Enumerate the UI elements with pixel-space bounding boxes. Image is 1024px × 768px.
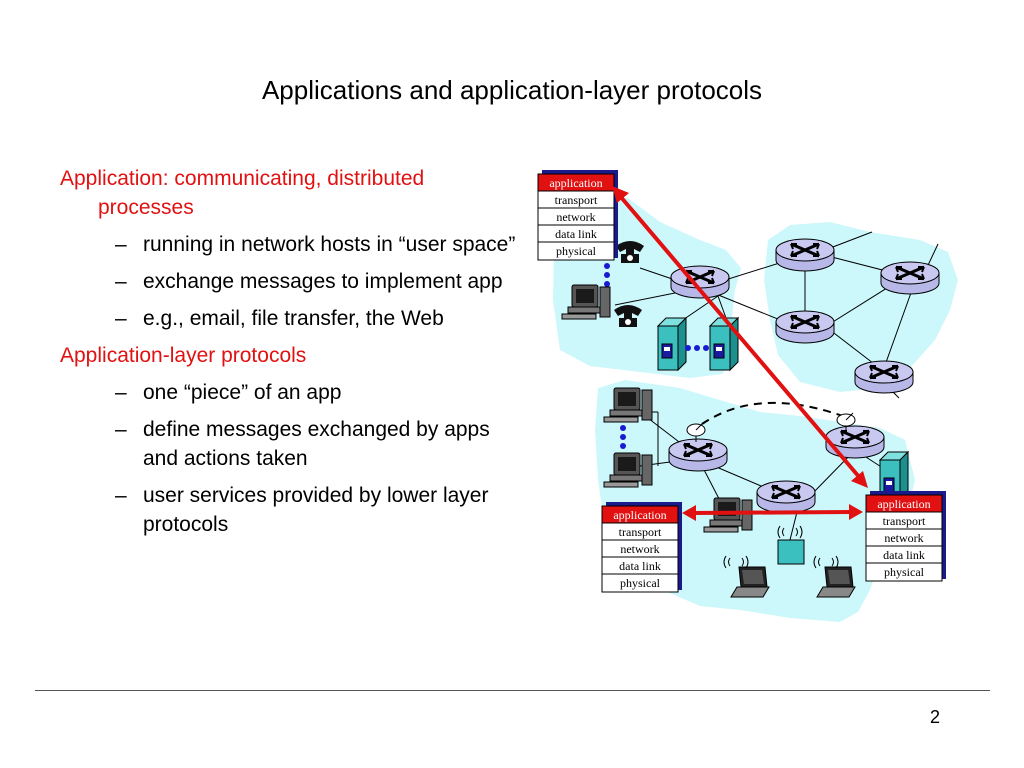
footer-divider <box>35 690 990 691</box>
layer-physical: physical <box>620 576 661 590</box>
layer-network: network <box>620 542 659 556</box>
layer-network: network <box>884 531 923 545</box>
slide-title: Applications and application-layer proto… <box>261 75 763 105</box>
router-icon <box>879 260 941 296</box>
satellite-link <box>701 401 849 425</box>
router-icon <box>669 264 731 300</box>
bullet-l2-services: –user services provided by lower layer p… <box>60 481 520 539</box>
router-icon <box>774 237 836 273</box>
dash-marker: – <box>115 233 127 256</box>
bullet-text: running in network hosts in “user space” <box>143 233 516 256</box>
router-icon <box>824 424 886 460</box>
arrowhead-icon <box>612 186 629 203</box>
layer-data-link: data link <box>555 227 597 241</box>
dash-marker: – <box>115 418 127 441</box>
layer-physical: physical <box>556 244 597 258</box>
router-icon <box>774 309 836 345</box>
server-icon <box>709 317 739 371</box>
layer-transport: transport <box>555 193 598 207</box>
protocol-stack-bottom-right: application transport network data link … <box>865 491 946 582</box>
layer-application: application <box>877 497 930 511</box>
router-icon <box>755 479 817 515</box>
dash-marker: – <box>115 381 127 404</box>
layer-data-link: data link <box>883 548 925 562</box>
bullet-l1-protocols: Application-layer protocols <box>60 344 307 367</box>
protocol-stack-bottom-left: application transport network data link … <box>601 502 682 593</box>
dash-marker: – <box>115 307 127 330</box>
ellipsis-dots-icon <box>604 263 610 287</box>
app-communication-arrows <box>612 186 868 521</box>
layer-transport: transport <box>883 514 926 528</box>
bullet-l2-piece: –one “piece” of an app <box>60 378 520 407</box>
arrowhead-icon <box>851 471 868 488</box>
protocol-stack-top: application transport network data link … <box>537 170 618 261</box>
server-icon <box>657 317 687 371</box>
dash-marker: – <box>115 484 127 507</box>
app-arrow-diagonal <box>618 194 862 480</box>
bullet-text: define messages exchanged by apps and ac… <box>143 418 490 470</box>
bullet-l1-application: Application: communicating, distributed … <box>60 167 425 219</box>
ellipsis-dots-icon <box>620 425 626 449</box>
layer-transport: transport <box>619 525 662 539</box>
base-station-icon <box>777 539 805 565</box>
layer-network: network <box>556 210 595 224</box>
layer-data-link: data link <box>619 559 661 573</box>
layer-application: application <box>613 508 666 522</box>
bullet-text: one “piece” of an app <box>143 381 342 404</box>
bullet-text: e.g., email, file transfer, the Web <box>143 307 444 330</box>
bullet-text: exchange messages to implement app <box>143 270 503 293</box>
app-arrow-horizontal <box>693 510 851 515</box>
router-icon <box>853 359 915 395</box>
arrowhead-icon <box>849 504 863 520</box>
router-icon <box>667 437 729 473</box>
layer-physical: physical <box>884 565 925 579</box>
bullet-l2-examples: –e.g., email, file transfer, the Web <box>60 304 520 333</box>
bullet-list: Application: communicating, distributed … <box>60 164 520 547</box>
bullet-l2-exchange: –exchange messages to implement app <box>60 267 520 296</box>
bullet-l2-user-space: –running in network hosts in “user space… <box>60 230 520 259</box>
page-number: 2 <box>929 707 940 727</box>
ellipsis-dots-icon <box>685 345 709 351</box>
layer-application: application <box>549 176 602 190</box>
bullet-l2-define: –define messages exchanged by apps and a… <box>60 415 520 473</box>
arrowhead-icon <box>682 505 696 521</box>
dash-marker: – <box>115 270 127 293</box>
bullet-text: user services provided by lower layer pr… <box>143 484 489 536</box>
